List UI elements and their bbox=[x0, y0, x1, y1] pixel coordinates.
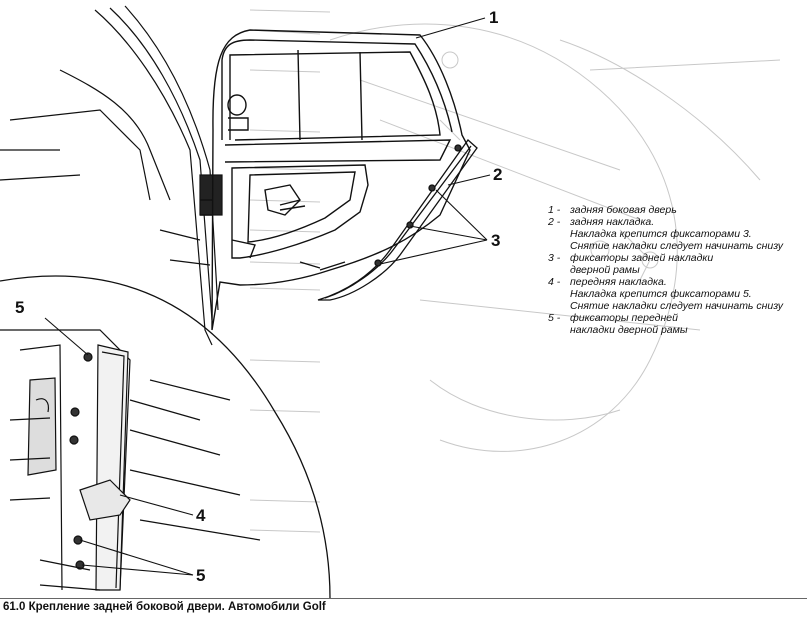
legend-item: 4 - передняя накладка. Накладка крепится… bbox=[548, 276, 803, 312]
callout-2: 2 bbox=[447, 165, 502, 186]
callout-label-5-bottom: 5 bbox=[196, 566, 205, 585]
legend-line: Снятие накладки следует начинать снизу bbox=[570, 300, 784, 312]
callout-label-5-top: 5 bbox=[15, 298, 24, 317]
callout-label-3: 3 bbox=[491, 231, 500, 250]
callout-4: 4 bbox=[119, 494, 206, 525]
legend-text: фиксаторы передней накладки дверной рамы bbox=[570, 312, 803, 336]
legend-line: Накладка крепится фиксаторами 5. bbox=[570, 288, 752, 300]
legend-line: дверной рамы bbox=[570, 264, 640, 276]
caption-divider bbox=[0, 598, 807, 599]
callout-5-top: 5 bbox=[15, 298, 89, 356]
legend-line: накладки дверной рамы bbox=[570, 324, 688, 336]
legend-number: 5 - bbox=[548, 312, 561, 324]
car-body-pillar bbox=[0, 5, 223, 346]
detail-view-boundary bbox=[0, 275, 331, 599]
legend-line: фиксаторы передней bbox=[570, 312, 678, 324]
rear-door bbox=[200, 29, 471, 331]
legend-item: 1 - задняя боковая дверь bbox=[548, 204, 803, 216]
legend-number: 4 - bbox=[548, 276, 561, 288]
callout-5-bottom: 5 bbox=[79, 539, 205, 585]
legend-line: задняя боковая дверь bbox=[570, 204, 677, 216]
legend-line: Накладка крепится фиксаторами 3. bbox=[570, 228, 752, 240]
legend-text: фиксаторы задней накладки дверной рамы bbox=[570, 252, 803, 276]
rear-trim-strip bbox=[317, 139, 478, 301]
legend-text: задняя накладка. Накладка крепится фикса… bbox=[570, 216, 803, 252]
callout-label-2: 2 bbox=[493, 165, 502, 184]
legend-item: 2 - задняя накладка. Накладка крепится ф… bbox=[548, 216, 803, 252]
callout-3: 3 bbox=[379, 189, 500, 265]
legend-text: задняя боковая дверь bbox=[570, 204, 803, 216]
background-ghost-drawing bbox=[249, 9, 781, 533]
legend-number: 3 - bbox=[548, 252, 561, 264]
legend: 1 - задняя боковая дверь 2 - задняя накл… bbox=[548, 204, 803, 336]
callout-label-4: 4 bbox=[196, 506, 206, 525]
figure-caption: 61.0 Крепление задней боковой двери. Авт… bbox=[3, 601, 326, 613]
legend-line: задняя накладка. bbox=[570, 216, 655, 228]
legend-line: передняя накладка. bbox=[570, 276, 667, 288]
legend-number: 2 - bbox=[548, 216, 561, 228]
legend-line: фиксаторы задней накладки bbox=[570, 252, 714, 264]
legend-number: 1 - bbox=[548, 204, 561, 216]
legend-text: передняя накладка. Накладка крепится фик… bbox=[570, 276, 803, 312]
callout-1: 1 bbox=[415, 8, 498, 39]
legend-item: 5 - фиксаторы передней накладки дверной … bbox=[548, 312, 803, 336]
legend-line: Снятие накладки следует начинать снизу bbox=[570, 240, 784, 252]
legend-item: 3 - фиксаторы задней накладки дверной ра… bbox=[548, 252, 803, 276]
detail-view bbox=[0, 329, 261, 591]
callout-label-1: 1 bbox=[489, 8, 498, 27]
